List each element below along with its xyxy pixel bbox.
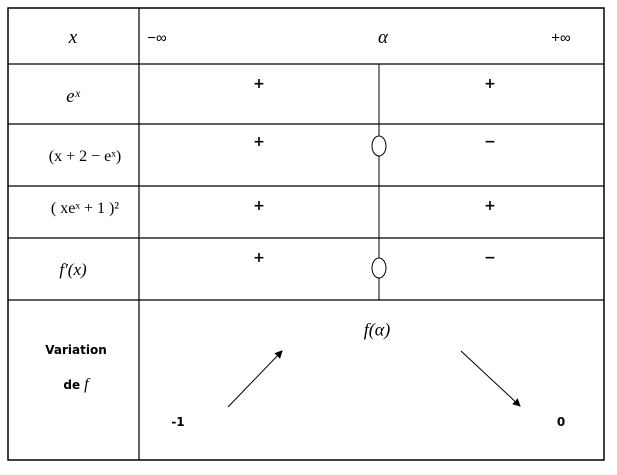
row-label-exp: eˣ xyxy=(66,86,80,107)
sign: + xyxy=(253,76,265,92)
zero-marker xyxy=(371,135,387,157)
x-start: −∞ xyxy=(147,29,167,47)
decreasing-arrow xyxy=(460,350,521,407)
sign: − xyxy=(484,134,496,150)
zero-marker xyxy=(371,257,387,279)
x-end: +∞ xyxy=(551,29,571,47)
variation-label-de: de f xyxy=(63,376,88,394)
end-value: 0 xyxy=(556,415,566,429)
de-text: de xyxy=(63,378,81,392)
row-label-square: ( xeˣ + 1 )² xyxy=(50,200,120,217)
max-value: f(α) xyxy=(363,319,391,340)
sign: + xyxy=(253,250,265,266)
row-label-deriv: f′(x) xyxy=(59,260,87,279)
sign: + xyxy=(484,198,496,214)
row-label-x: x xyxy=(68,27,78,48)
increasing-arrow xyxy=(227,350,283,408)
start-value: -1 xyxy=(171,415,185,429)
sign: + xyxy=(484,76,496,92)
sign: + xyxy=(253,198,265,214)
sign: − xyxy=(484,250,496,266)
row-label-factor: (x + 2 − eˣ) xyxy=(48,148,122,165)
f-text: f xyxy=(84,376,89,393)
sign: + xyxy=(253,134,265,150)
x-alpha: α xyxy=(378,27,388,48)
variation-label: Variation xyxy=(45,343,107,357)
